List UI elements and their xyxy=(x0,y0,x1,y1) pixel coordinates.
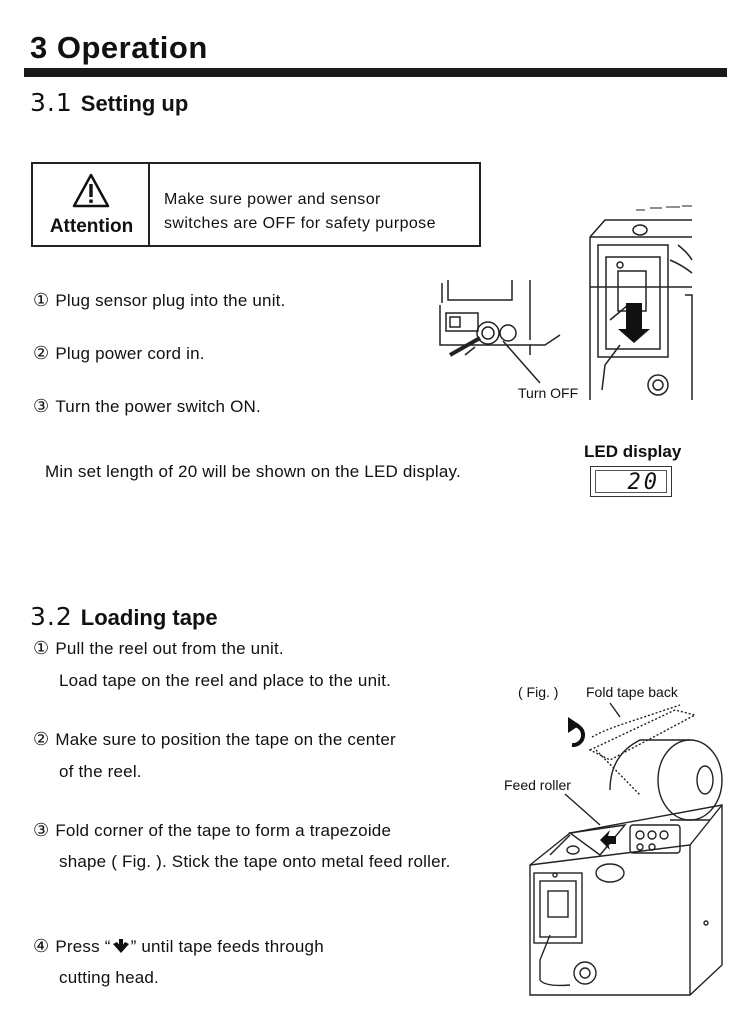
loading-step-1-line2: Load tape on the reel and place to the u… xyxy=(59,671,392,690)
setup-step-3: ③ Turn the power switch ON. xyxy=(33,396,261,417)
step-text: Pull the reel out from the unit. xyxy=(55,639,284,658)
turn-off-caption: Turn OFF xyxy=(518,385,578,401)
loading-step-2: ② Make sure to position the tape on the c… xyxy=(33,729,396,750)
step-marker: ① xyxy=(33,290,50,311)
step-text: Plug sensor plug into the unit. xyxy=(55,291,286,310)
section-title: Loading tape xyxy=(80,605,218,630)
feed-roller-label: Feed roller xyxy=(504,777,571,793)
step-text-after: ” until tape feeds through xyxy=(130,937,324,956)
rotate-arrow-icon xyxy=(568,717,585,748)
section-heading-setting-up: 3.1 Setting up xyxy=(30,88,188,117)
step-text: Turn the power switch ON. xyxy=(55,397,261,416)
title-rule xyxy=(24,68,727,77)
step-text-before: Press “ xyxy=(55,937,111,956)
section-heading-loading-tape: 3.2 Loading tape xyxy=(30,602,218,631)
attention-label-cell: Attention xyxy=(33,164,150,245)
min-length-note: Min set length of 20 will be shown on th… xyxy=(45,462,461,481)
attention-message-line1: Make sure power and sensor xyxy=(164,191,381,208)
attention-message-line2: switches are OFF for safety purpose xyxy=(164,215,436,232)
setup-step-2: ② Plug power cord in. xyxy=(33,343,205,364)
attention-box: Attention Make sure power and sensor swi… xyxy=(31,162,481,247)
section-number: 3.1 xyxy=(30,88,73,117)
step-marker: ② xyxy=(33,343,50,364)
tape-loading-illustration xyxy=(529,702,723,996)
warning-triangle-icon xyxy=(72,173,110,208)
step-text: Fold corner of the tape to form a trapez… xyxy=(55,821,392,840)
loading-step-3-line2: shape ( Fig. ). Stick the tape onto meta… xyxy=(59,852,451,871)
step-marker: ② xyxy=(33,729,50,750)
step-marker: ④ xyxy=(33,936,50,957)
step-text: Plug power cord in. xyxy=(55,344,205,363)
section-number: 3.2 xyxy=(30,602,73,631)
loading-step-1: ① Pull the reel out from the unit. xyxy=(33,638,284,659)
step-marker: ③ xyxy=(33,820,50,841)
page-title: 3 Operation xyxy=(30,30,208,65)
loading-step-4: ④ Press “ ” until tape feeds through xyxy=(33,936,324,957)
attention-message: Make sure power and sensor switches are … xyxy=(164,188,436,236)
attention-label: Attention xyxy=(49,216,134,237)
section-title: Setting up xyxy=(80,91,189,116)
loading-step-4-line2: cutting head. xyxy=(59,968,159,987)
step-text: Make sure to position the tape on the ce… xyxy=(55,730,396,749)
down-arrow-icon xyxy=(112,939,129,953)
setup-illustration: Turn OFF xyxy=(439,205,693,401)
step-marker: ③ xyxy=(33,396,50,417)
led-display-value: 20 xyxy=(595,470,667,494)
setup-step-1: ① Plug sensor plug into the unit. xyxy=(33,290,286,311)
led-display-title: LED display xyxy=(584,442,682,461)
fold-tape-back-label: Fold tape back xyxy=(586,684,678,700)
fig-label: ( Fig. ) xyxy=(518,684,559,700)
led-display: 20 xyxy=(590,466,672,497)
step-marker: ① xyxy=(33,638,50,659)
loading-step-2-line2: of the reel. xyxy=(59,762,142,781)
loading-step-3: ③ Fold corner of the tape to form a trape… xyxy=(33,820,391,841)
